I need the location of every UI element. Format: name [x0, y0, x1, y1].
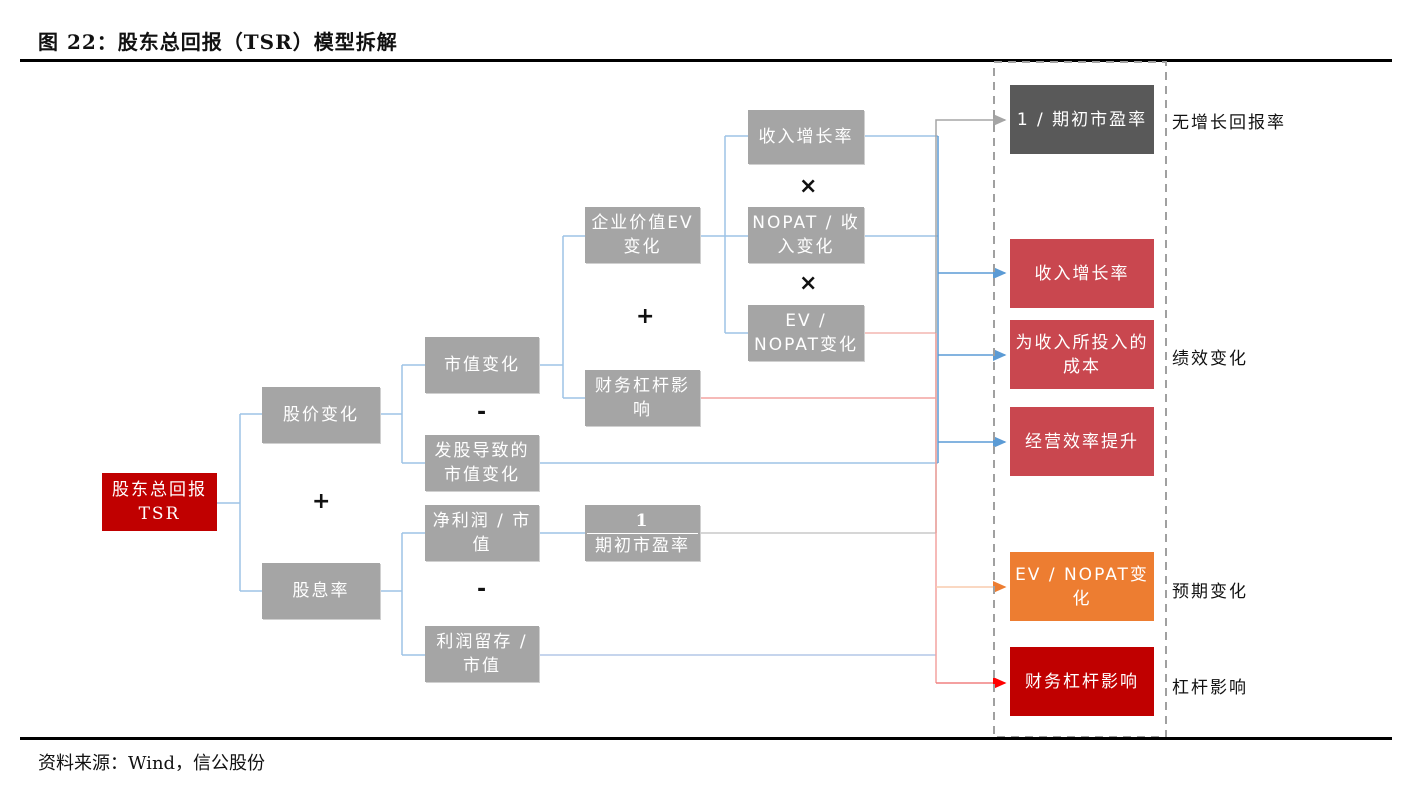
outcome-invested-cost: 为收入所投入的成本 — [1010, 320, 1154, 389]
operator-minus: - — [477, 577, 487, 602]
category-expectation-change: 预期变化 — [1172, 582, 1248, 602]
node-dividend-yield: 股息率 — [262, 563, 380, 619]
fraction-numerator: 1 — [635, 510, 650, 531]
node-ev-nopat: EV / NOPAT变化 — [748, 305, 864, 361]
node-fraction-pe: 1 期初市盈率 — [585, 505, 700, 561]
fraction-bar — [587, 532, 698, 534]
outcome-efficiency: 经营效率提升 — [1010, 407, 1154, 476]
node-price-change: 股价变化 — [262, 387, 380, 443]
operator-plus: + — [636, 304, 655, 329]
connector-dividend — [380, 532, 425, 656]
category-leverage-impact: 杠杆影响 — [1172, 678, 1248, 698]
node-market-cap-change: 市值变化 — [425, 337, 539, 393]
operator-times: × — [799, 271, 818, 296]
connector-root — [217, 413, 262, 592]
node-ev-change: 企业价值EV变化 — [585, 207, 700, 263]
category-performance-change: 绩效变化 — [1172, 349, 1248, 369]
connector-mktcap — [539, 235, 585, 399]
root-node-tsr: 股东总回报TSR — [102, 473, 217, 531]
outcome-inverse-pe: 1 / 期初市盈率 — [1010, 85, 1154, 154]
node-revenue-growth: 收入增长率 — [748, 110, 864, 164]
bottom-rule — [20, 737, 1392, 740]
outcome-revenue-growth: 收入增长率 — [1010, 239, 1154, 308]
node-net-profit-over-cap: 净利润 / 市值 — [425, 505, 539, 561]
node-issuance-market-cap: 发股导致的市值变化 — [425, 435, 539, 491]
fraction-denominator: 期初市盈率 — [595, 535, 690, 556]
figure-title: 图 22：股东总回报（TSR）模型拆解 — [38, 30, 398, 54]
node-nopat-revenue: NOPAT / 收入变化 — [748, 207, 864, 263]
top-rule — [20, 59, 1392, 62]
node-retained-earnings-over-cap: 利润留存 / 市值 — [425, 626, 539, 682]
operator-minus: - — [477, 400, 487, 425]
outcome-ev-nopat: EV / NOPAT变化 — [1010, 552, 1154, 621]
connector-ev — [700, 135, 748, 334]
outcome-dashed-frame — [993, 61, 1167, 738]
source-note: 资料来源：Wind，信公股份 — [38, 753, 266, 774]
connector-price — [380, 364, 425, 464]
outcome-leverage: 财务杠杆影响 — [1010, 647, 1154, 716]
operator-times: × — [799, 174, 818, 199]
operator-plus: + — [312, 489, 331, 514]
category-no-growth-return: 无增长回报率 — [1172, 113, 1286, 133]
node-financial-leverage: 财务杠杆影响 — [585, 370, 700, 426]
